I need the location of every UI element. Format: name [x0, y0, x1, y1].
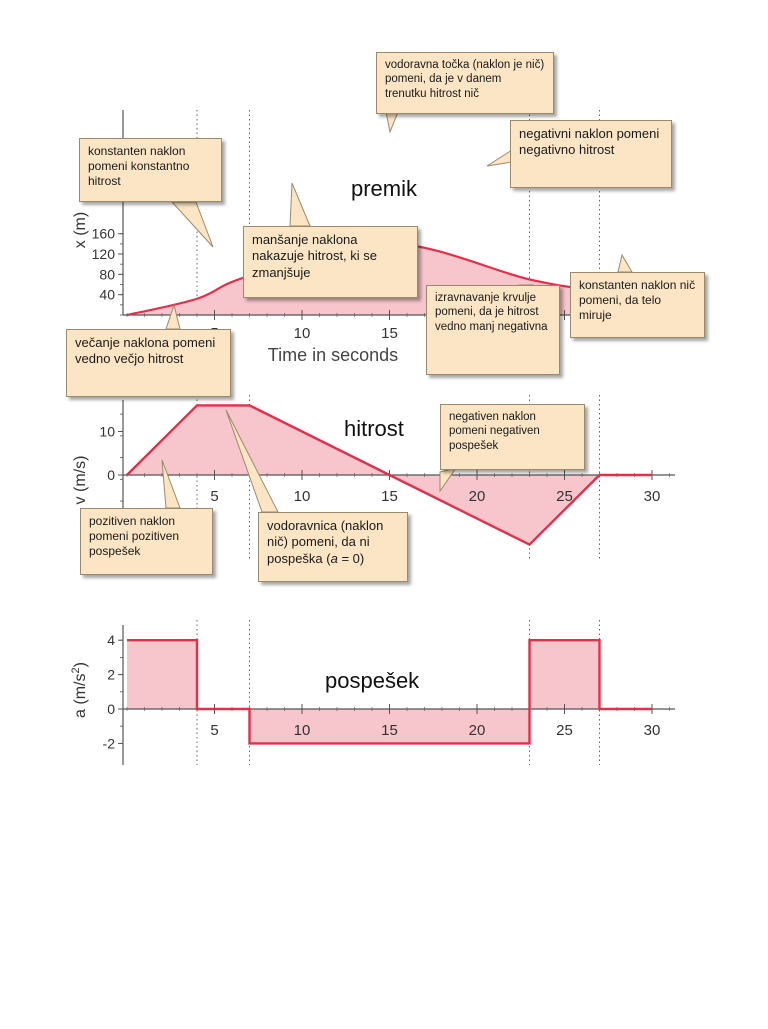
note-pozitiven-naklon: pozitiven naklon pomeni pozitiven pospeš…	[80, 508, 213, 575]
y-axis-label-close: )	[72, 662, 89, 667]
note-konstanten-nic: konstanten naklon nič pomeni, da telo mi…	[570, 272, 705, 338]
note-vodoravnica: vodoravnica (naklon nič) pomeni, da ni p…	[258, 512, 408, 582]
callout-pointer	[486, 149, 513, 167]
x-tick-label-p2: 10	[294, 488, 311, 505]
note-vodoravnica-end: = 0)	[337, 550, 365, 566]
x-tick-label-p2: 20	[469, 488, 486, 505]
x-tick-label-p2: 5	[210, 488, 218, 505]
y-axis-label-p1: x (m)	[72, 212, 89, 248]
x-axis-title: Time in seconds	[268, 345, 398, 365]
note-mansanje-naklona: manšanje naklona nakazuje hitrost, ki se…	[243, 226, 418, 298]
callout-pointer	[289, 182, 311, 227]
x-tick-label-p1: 15	[381, 325, 398, 342]
note-vodoravnica-symbol: a	[330, 550, 338, 566]
y-tick-label-p1: 80	[99, 266, 115, 282]
y-axis-label-p2: v (m/s)	[72, 456, 89, 505]
y-axis-label-base: a (m/s	[72, 674, 89, 718]
note-negativni-naklon: negativni naklon pomeni negativno hitros…	[510, 120, 672, 188]
y-tick-label-p3: 2	[107, 667, 115, 683]
x-tick-label-p3: 15	[381, 722, 398, 739]
note-vodoravna-tocka: vodoravna točka (naklon je nič) pomeni, …	[376, 52, 554, 114]
label-hitrost: hitrost	[344, 416, 404, 441]
label-pospesek: pospešek	[325, 668, 420, 693]
x-tick-label-p1: 10	[294, 325, 311, 342]
x-tick-label-p2: 15	[381, 488, 398, 505]
y-tick-label-p3: -2	[103, 735, 116, 751]
y-tick-label-p2: 10	[99, 424, 115, 440]
y-tick-label-p1: 160	[92, 226, 116, 242]
x-tick-label-p3: 5	[210, 722, 218, 739]
x-tick-label-p3: 25	[556, 722, 573, 739]
y-tick-label-p3: 0	[107, 701, 115, 717]
callout-pointer	[170, 201, 214, 248]
x-tick-label-p3: 30	[644, 722, 661, 739]
x-tick-label-p2: 30	[644, 488, 661, 505]
note-vecanje-naklona: večanje naklona pomeni vedno večjo hitro…	[66, 329, 231, 397]
callout-pointer	[439, 467, 458, 493]
x-tick-label-p3: 10	[294, 722, 311, 739]
x-tick-label-p3: 20	[469, 722, 486, 739]
y-axis-label-p3: a (m/s2)	[70, 662, 89, 718]
x-tick-label-p2: 25	[556, 488, 573, 505]
series-area-pospešek	[127, 640, 652, 744]
series-line-pospešek	[127, 639, 652, 745]
note-konstanten-naklon: konstanten naklon pomeni konstantno hitr…	[79, 138, 222, 202]
label-premik: premik	[351, 176, 418, 201]
y-tick-label-p1: 40	[99, 287, 115, 303]
note-vodoravnica-text: vodoravnica (naklon nič) pomeni, da ni p…	[267, 518, 384, 566]
series-line-hitrost	[126, 404, 652, 547]
y-tick-label-p2: 0	[107, 467, 115, 483]
callout-pointer	[385, 111, 399, 134]
y-tick-label-p1: 120	[92, 246, 116, 262]
y-tick-label-p3: 4	[107, 632, 115, 648]
note-izravnavanje: izravnavanje krvulje pomeni, da je hitro…	[426, 285, 560, 375]
y-axis-label-exponent: 2	[70, 667, 82, 673]
callout-pointer	[617, 253, 633, 273]
note-negativen-pospesek: negativen naklon pomeni negativen pospeš…	[440, 404, 585, 470]
